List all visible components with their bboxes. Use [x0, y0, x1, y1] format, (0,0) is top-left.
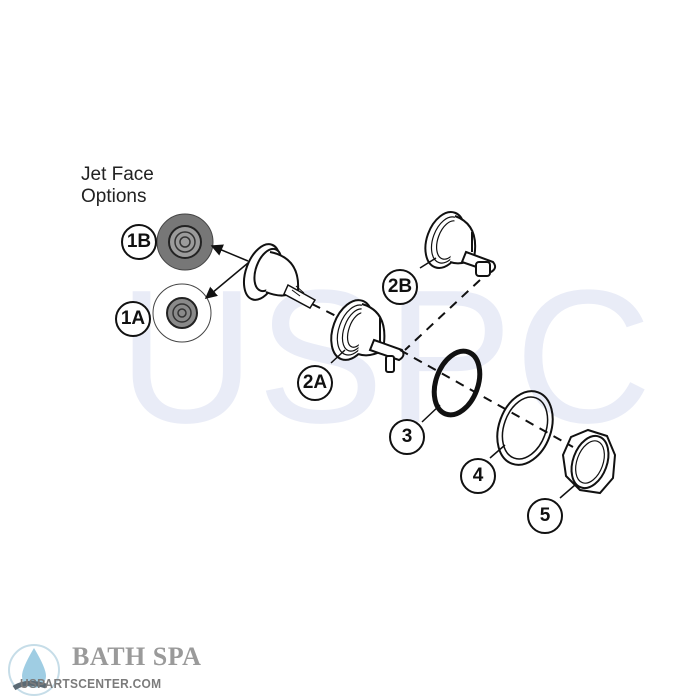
jet-body-2a-icon	[330, 299, 405, 373]
logo-brand-text: BATH SPA	[72, 642, 202, 671]
title-line-2: Options	[81, 186, 147, 207]
jet-body-2b-icon	[424, 211, 497, 277]
washer-4-icon	[496, 390, 554, 466]
nut-5-icon	[561, 428, 617, 495]
callout-2b[interactable]: 2B	[382, 269, 418, 305]
jet-insert-icon	[242, 243, 317, 309]
callout-2a[interactable]: 2A	[297, 365, 333, 401]
jet-face-1a-icon	[152, 283, 212, 343]
callout-4[interactable]: 4	[460, 458, 496, 494]
callout-5[interactable]: 5	[527, 498, 563, 534]
callout-1b[interactable]: 1B	[121, 224, 157, 260]
logo-site-text: USPARTSCENTER.COM	[20, 676, 162, 691]
water-drop-icon	[8, 644, 60, 696]
callout-1a[interactable]: 1A	[115, 301, 151, 337]
centerline	[311, 279, 574, 448]
jet-face-1b-icon	[156, 213, 214, 271]
brand-logo[interactable]: BATH SPA USPARTSCENTER.COM	[6, 640, 246, 696]
title-line-1: Jet Face	[81, 164, 154, 185]
gasket-3-icon	[431, 348, 483, 418]
callout-3[interactable]: 3	[389, 419, 425, 455]
diagram-title: Jet Face Options	[81, 164, 154, 208]
